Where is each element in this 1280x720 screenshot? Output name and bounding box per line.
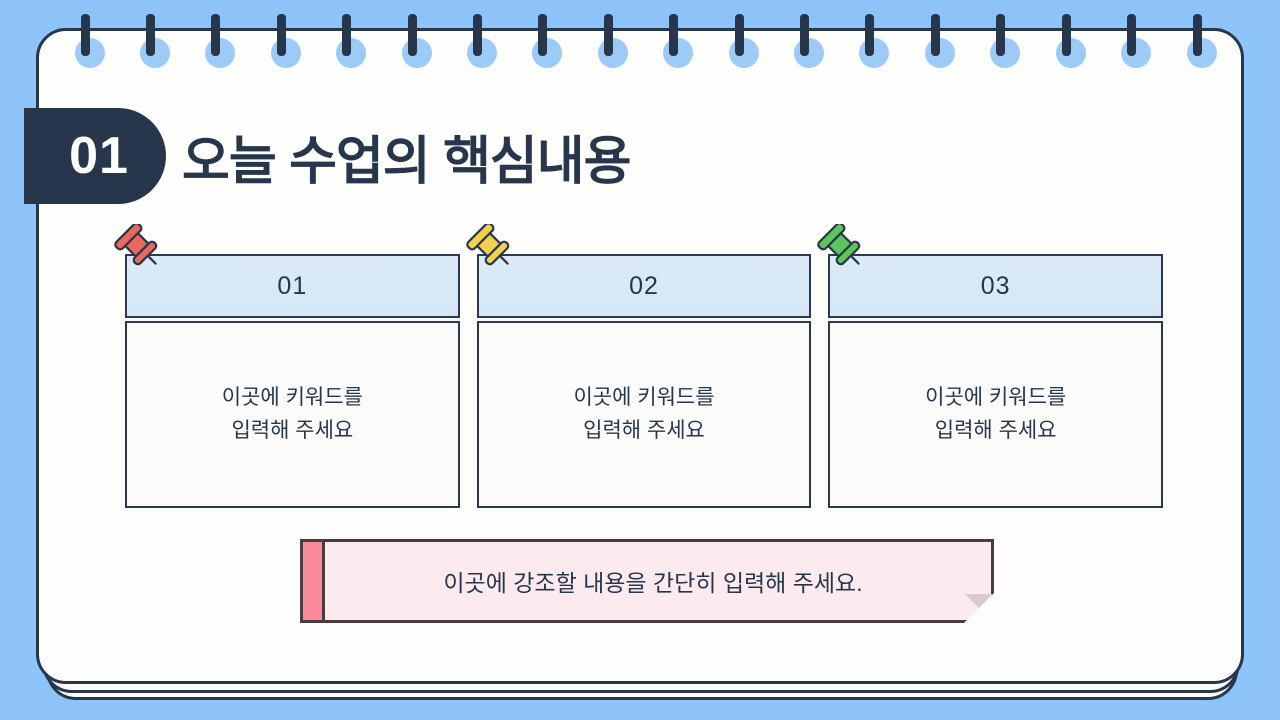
title-row: 01 오늘 수업의 핵심내용 [0,108,1280,204]
banner-fold-corner-icon [964,593,994,623]
card-body-line-2: 입력해 주세요 [231,418,354,442]
page-title: 오늘 수업의 핵심내용 [182,132,631,191]
card-body: 이곳에 키워드를 입력해 주세요 [828,321,1164,508]
card-number: 01 [277,271,308,300]
card-body: 이곳에 키워드를 입력해 주세요 [476,321,812,508]
keyword-card[interactable]: 03 이곳에 키워드를 입력해 주세요 [817,224,1164,508]
card-body: 이곳에 키워드를 입력해 주세요 [125,321,460,508]
keyword-card-list: 01 이곳에 키워드를 입력해 주세요 02 [114,224,1164,508]
card-body-line-1: 이곳에 키워드를 [221,385,363,409]
card-number: 03 [980,271,1011,300]
card-body-line-1: 이곳에 키워드를 [573,385,715,409]
pushpin-icon [817,224,861,266]
banner-text: 이곳에 강조할 내용을 간단히 입력해 주세요. [443,570,863,596]
highlight-banner[interactable]: 이곳에 강조할 내용을 간단히 입력해 주세요. [300,539,994,623]
keyword-card[interactable]: 02 이곳에 키워드를 입력해 주세요 [465,224,812,508]
card-header: 03 [828,254,1164,318]
card-header: 02 [476,254,812,318]
banner-accent-bar [303,542,325,620]
card-body-line-1: 이곳에 키워드를 [925,385,1067,409]
section-number: 01 [69,127,129,185]
keyword-card[interactable]: 01 이곳에 키워드를 입력해 주세요 [114,224,460,508]
section-number-badge: 01 [24,108,166,204]
pushpin-icon [465,224,509,266]
card-body-line-2: 입력해 주세요 [583,418,705,442]
card-header: 01 [125,254,460,318]
card-body-line-2: 입력해 주세요 [934,418,1057,442]
pushpin-icon [114,224,158,266]
card-number: 02 [629,271,659,300]
